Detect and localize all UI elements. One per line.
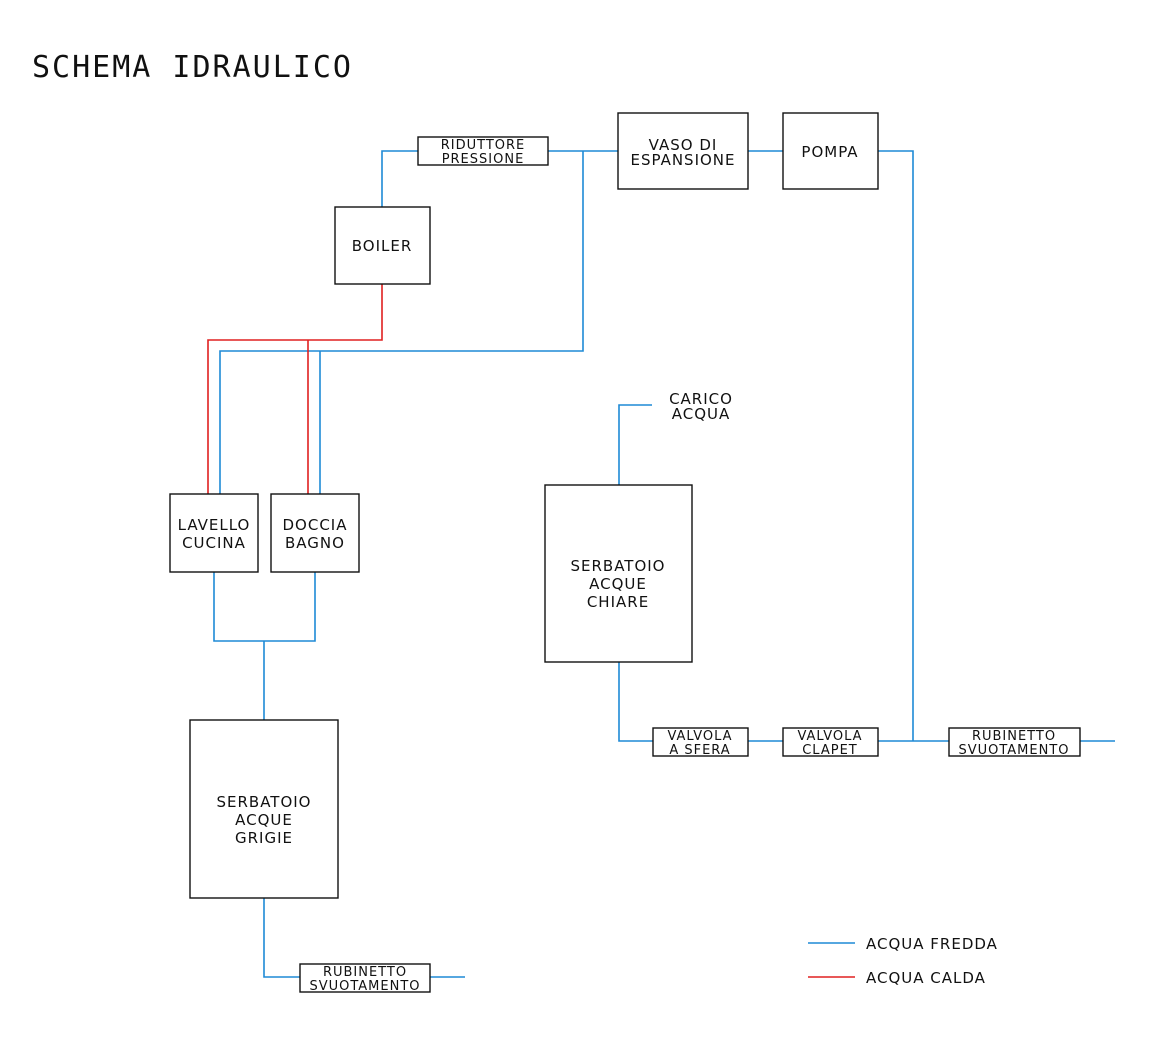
chiare-label-1: SERBATOIO <box>570 557 665 575</box>
page-title: SCHEMA IDRAULICO <box>32 50 353 85</box>
pipe-cold-main <box>219 151 584 494</box>
clapet-label-2: CLAPET <box>802 743 858 758</box>
riduttore-label-1: RIDUTTORE <box>441 138 526 153</box>
pipe-chiare-sfera <box>618 662 653 742</box>
sfera-label-2: A SFERA <box>669 743 730 758</box>
serbatoio-acque-grigie: SERBATOIO ACQUE GRIGIE <box>189 719 339 899</box>
riduttore-pressione: RIDUTTORE PRESSIONE <box>417 136 549 167</box>
pompa: POMPA <box>782 112 879 190</box>
rubinetto1-label-2: SVUOTAMENTO <box>958 743 1069 758</box>
doccia-label-1: DOCCIA <box>283 516 348 534</box>
boiler-label: BOILER <box>352 237 413 255</box>
vaso-label-2: ESPANSIONE <box>630 151 735 169</box>
pipe-grigie-rubinetto <box>263 898 300 978</box>
doccia-bagno: DOCCIA BAGNO <box>270 493 360 573</box>
grigie-label-3: GRIGIE <box>235 829 293 847</box>
rubinetto-svuotamento-chiare: RUBINETTO SVUOTAMENTO <box>948 727 1081 758</box>
doccia-label-2: BAGNO <box>285 534 345 552</box>
clapet-label-1: VALVOLA <box>797 729 862 744</box>
lavello-cucina: LAVELLO CUCINA <box>169 493 259 573</box>
legend-hot-label: ACQUA CALDA <box>866 969 986 987</box>
carico-label-1: CARICO <box>669 390 733 408</box>
rubinetto-svuotamento-grigie: RUBINETTO SVUOTAMENTO <box>299 963 431 994</box>
carico-label-2: ACQUA <box>672 405 731 423</box>
rubinetto2-label-2: SVUOTAMENTO <box>309 979 420 994</box>
vaso-espansione: VASO DI ESPANSIONE <box>617 112 749 190</box>
sfera-label-1: VALVOLA <box>667 729 732 744</box>
lavello-label-2: CUCINA <box>182 534 246 552</box>
pompa-label: POMPA <box>801 143 858 161</box>
riduttore-label-2: PRESSIONE <box>442 152 525 167</box>
pipe-drain-collector <box>213 572 316 720</box>
lavello-label-1: LAVELLO <box>178 516 251 534</box>
chiare-label-3: CHIARE <box>587 593 649 611</box>
boiler: BOILER <box>334 206 431 285</box>
rubinetto2-label-1: RUBINETTO <box>323 965 407 980</box>
pipe-pump-to-drain <box>878 150 914 741</box>
hot-water-pipes <box>207 284 383 494</box>
chiare-label-2: ACQUE <box>589 575 647 593</box>
legend-cold-label: ACQUA FREDDA <box>866 935 998 953</box>
serbatoio-acque-chiare: SERBATOIO ACQUE CHIARE <box>544 484 693 663</box>
valvola-clapet: VALVOLA CLAPET <box>782 727 879 758</box>
grigie-label-1: SERBATOIO <box>216 793 311 811</box>
cold-water-pipes <box>213 150 1115 978</box>
pipe-hot-main <box>207 284 383 494</box>
legend: ACQUA FREDDA ACQUA CALDA <box>808 935 998 987</box>
carico-acqua: CARICO ACQUA <box>669 390 733 423</box>
valvola-a-sfera: VALVOLA A SFERA <box>652 727 749 758</box>
vaso-label-1: VASO DI <box>649 136 718 154</box>
grigie-label-2: ACQUE <box>235 811 293 829</box>
rubinetto1-label-1: RUBINETTO <box>972 729 1056 744</box>
pipe-riduttore-boiler <box>381 150 418 207</box>
pipe-carico <box>618 404 652 485</box>
